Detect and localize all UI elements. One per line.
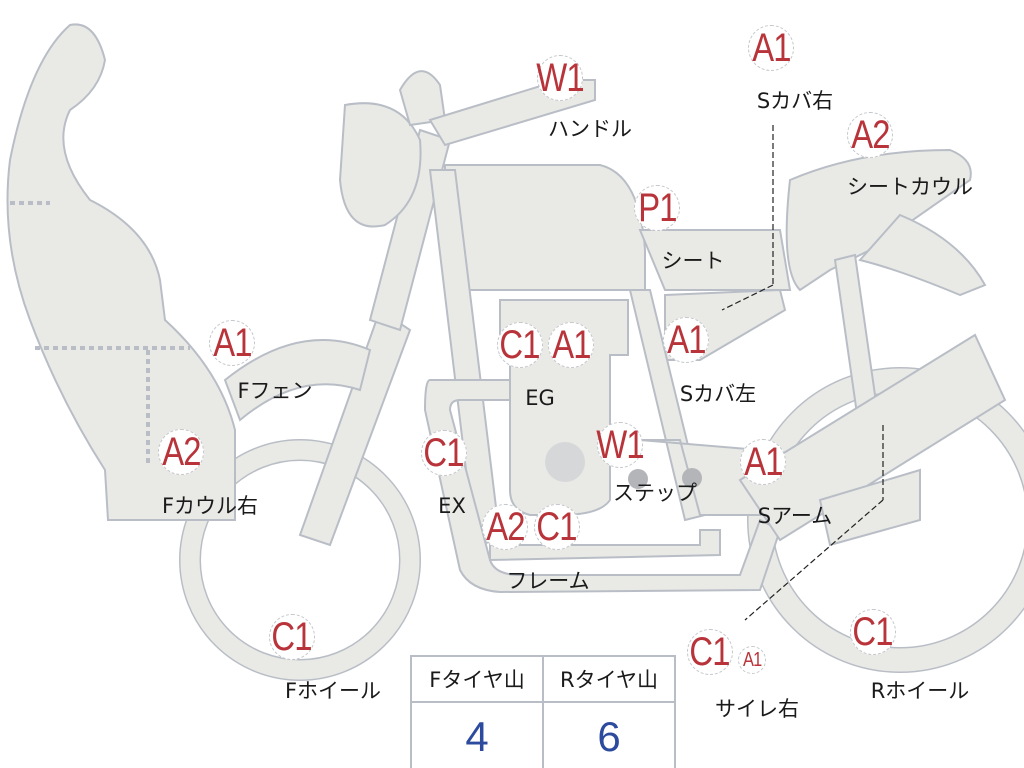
- part-label: Fフェン: [237, 379, 313, 403]
- damage-code-badge: A2: [847, 112, 893, 158]
- part-label: Sカバ左: [679, 382, 757, 406]
- damage-code-badge: A1: [738, 646, 766, 674]
- part-label: ハンドル: [548, 117, 632, 141]
- part-label: フレーム: [506, 569, 590, 593]
- part-label: Sカバ右: [756, 89, 834, 113]
- damage-code-badge: W1: [536, 55, 585, 101]
- part-label: シート: [661, 249, 725, 273]
- damage-code-badge: A1: [663, 317, 709, 363]
- part-label: EG: [525, 386, 555, 410]
- damage-code-badge: A1: [748, 25, 794, 71]
- front-tire-value: 4: [410, 701, 544, 768]
- damage-code-badge: A1: [740, 439, 786, 485]
- rear-tire-value: 6: [542, 701, 676, 768]
- damage-code-badge: A1: [548, 322, 594, 368]
- damage-code-badge: A1: [209, 320, 255, 366]
- part-label: シートカウル: [847, 175, 973, 199]
- damage-code-badge: C1: [850, 609, 896, 655]
- part-label: Rホイール: [870, 679, 970, 703]
- part-label: EX: [438, 494, 466, 518]
- damage-code-badge: P1: [634, 185, 680, 231]
- part-label: サイレ右: [715, 697, 799, 721]
- damage-code-badge: A2: [482, 504, 528, 550]
- damage-code-badge: A2: [158, 429, 204, 475]
- rear-tire-header: Rタイヤ山: [542, 655, 676, 703]
- damage-code-badge: C1: [687, 629, 733, 675]
- damage-code-badge: C1: [269, 614, 315, 660]
- part-label: ステップ: [613, 481, 697, 505]
- part-label: Fホイール: [284, 679, 382, 703]
- damage-code-badge: C1: [421, 430, 467, 476]
- damage-code-badge: W1: [596, 422, 645, 468]
- damage-code-badge: C1: [497, 322, 543, 368]
- damage-code-badge: C1: [534, 504, 580, 550]
- part-label: Fカウル右: [161, 494, 259, 518]
- front-tire-header: Fタイヤ山: [410, 655, 544, 703]
- part-label: Sアーム: [757, 504, 833, 528]
- tire-tread-table: Fタイヤ山 Rタイヤ山 4 6: [410, 655, 676, 768]
